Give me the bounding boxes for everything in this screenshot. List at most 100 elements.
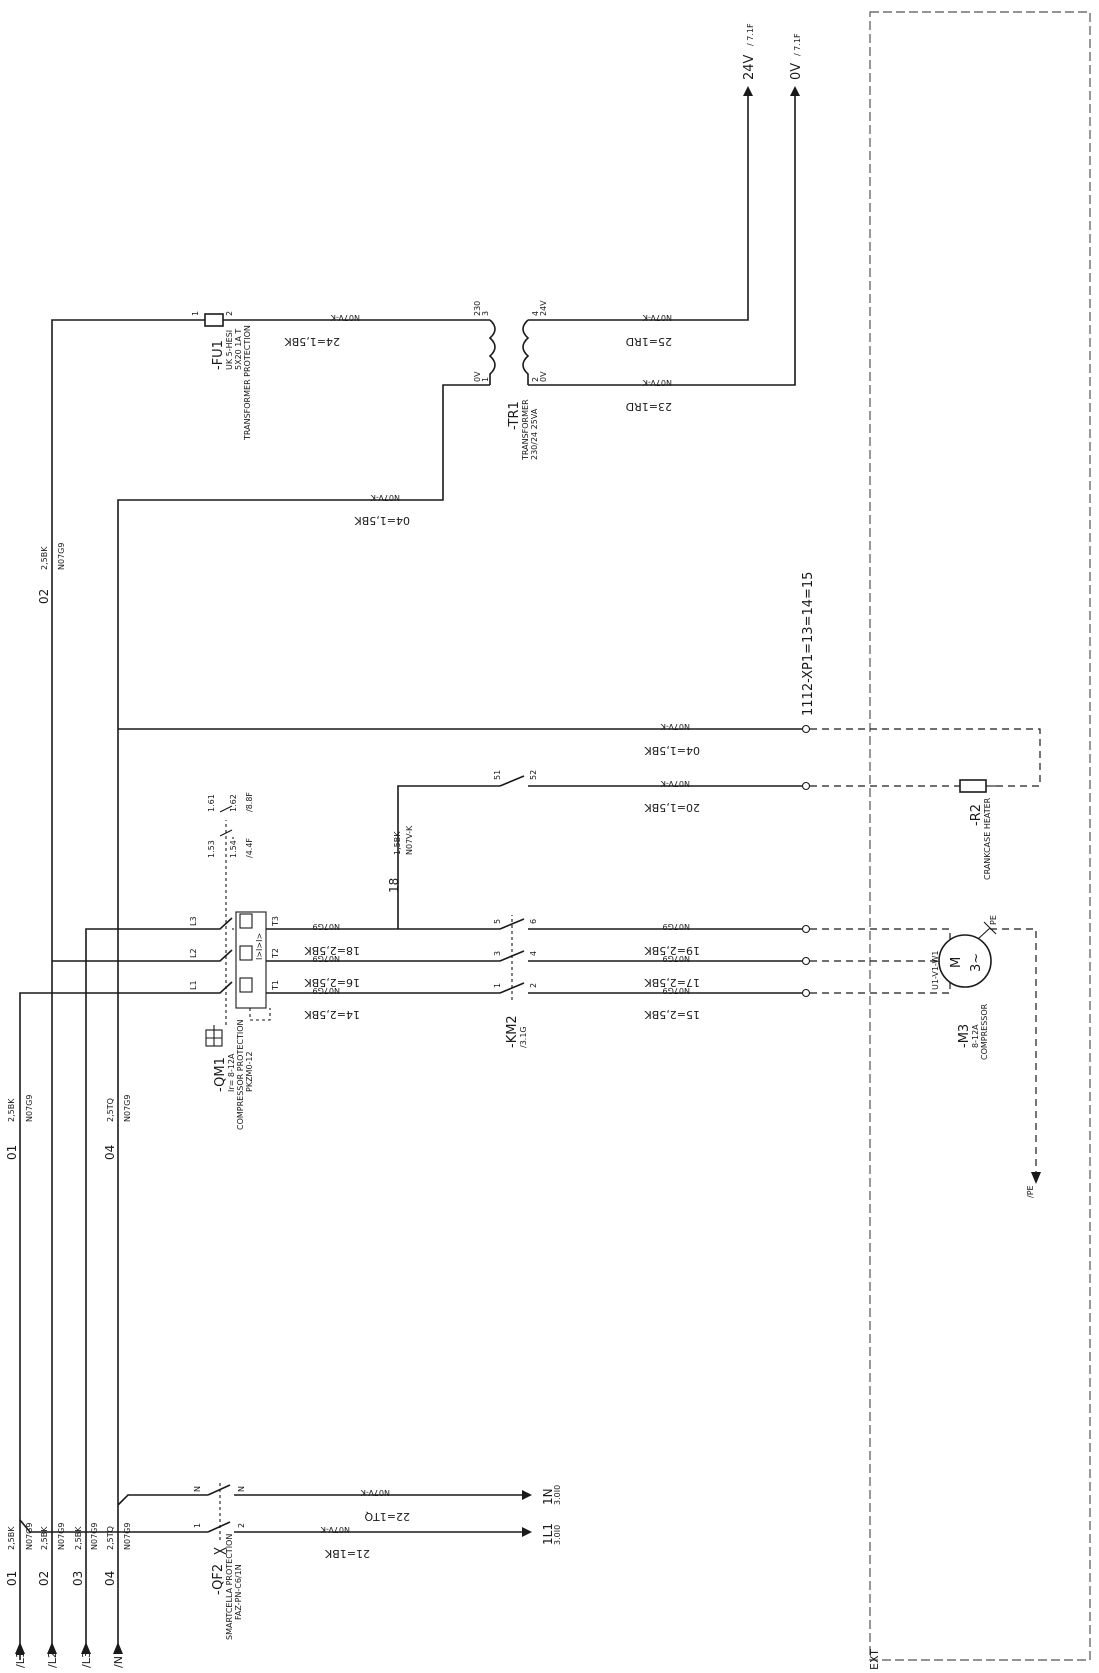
qm1-aux-ref1: /4.4F xyxy=(245,838,254,858)
tr1-pri-a-num: 3 xyxy=(481,311,490,316)
km2-p3: 3 xyxy=(493,951,502,956)
wire-14-cable: N07G9 xyxy=(313,986,340,995)
bus-num: 02 xyxy=(37,589,51,604)
qm1-rating: Ir= 8-12A xyxy=(227,1053,236,1092)
bus-num: 04 xyxy=(103,1571,117,1586)
bus-num: 03 xyxy=(71,1571,85,1586)
bus-cable: N07G9 xyxy=(57,1523,66,1550)
km2-aux-b: 52 xyxy=(529,770,538,780)
qm1-l2: L2 xyxy=(189,948,198,958)
wire-19-cable: N07G9 xyxy=(663,922,690,931)
wire-20-cable: N07V-K xyxy=(660,779,690,788)
fu1-pin-b: 2 xyxy=(225,311,234,316)
tr1-pri-a: 230 xyxy=(473,301,482,316)
qm1-l3: L3 xyxy=(189,916,198,926)
breaker-qm1: I>I>I> 1.53 1.54 1.61 1.62 /4.4F /8.8F L… xyxy=(189,792,280,1130)
wire-15-label: 15=2,5BK xyxy=(644,1008,700,1021)
wire-21-label: 21=1BK xyxy=(324,1547,370,1560)
qf2-tag: -QF2 xyxy=(211,1564,226,1595)
bus-num: 04 xyxy=(103,1145,117,1160)
wire-25-cable: N07V-K xyxy=(642,313,672,322)
heater-r2: -R2 CRANKCASE HEATER xyxy=(959,779,996,880)
m3-desc: COMPRESSOR xyxy=(980,1003,989,1060)
wire-22-label: 22=1TQ xyxy=(364,1510,410,1523)
qf2-pn2: N xyxy=(237,1486,246,1492)
qm1-desc: COMPRESSOR PROTECTION xyxy=(236,1019,245,1130)
wire-21-cable: N07V-K xyxy=(320,1525,350,1534)
wire-18-label: 18=2,5BK xyxy=(304,944,360,957)
qm1-t2: T2 xyxy=(271,948,280,959)
tr1-sec-a: 24V xyxy=(539,300,548,316)
fu1-pin-a: 1 xyxy=(191,311,200,316)
wire-04b-label: 04=1,5BK xyxy=(644,744,700,757)
km2-aux-a: 51 xyxy=(493,770,502,780)
r2-tag: -R2 xyxy=(969,804,984,826)
km2-p6: 6 xyxy=(529,919,538,924)
tr1-sec-b-num: 2 xyxy=(531,377,540,382)
source-l1-label: /L1 xyxy=(14,1651,27,1668)
bus-cable: N07G9 xyxy=(25,1095,34,1122)
wire-24-cable: N07V-K xyxy=(330,313,360,322)
qm1-relay-symbol: I>I>I> xyxy=(255,933,264,960)
qm1-aux-no-b: 1.54 xyxy=(229,840,238,858)
wire-16-cable: N07G9 xyxy=(313,954,340,963)
contactor-km2: 1 2 3 4 5 6 -KM2 /3.1G xyxy=(493,915,538,1048)
wire-17-label: 17=2,5BK xyxy=(644,976,700,989)
bus-labels-bottom: 01 2,5BK N07G9 02 2,5BK N07G9 03 2,5BK N… xyxy=(5,1523,132,1586)
qm1-t3: T3 xyxy=(271,916,280,927)
m3-pe: PE xyxy=(989,915,998,925)
tr1-sec-a-num: 4 xyxy=(531,311,540,316)
wire-15-cable: N07G9 xyxy=(663,986,690,995)
bus-num: 01 xyxy=(5,1145,19,1160)
terminal-strip-label: 1112-XP1=13=14=15 xyxy=(801,572,816,716)
qm1-aux-ref2: /8.8F xyxy=(245,792,254,812)
bus-section: 2,5BK xyxy=(40,546,49,570)
bus-labels-top: 02 2,5BK N07G9 xyxy=(37,543,66,604)
qf2-desc: SMARTCELLA PROTECTION xyxy=(225,1534,234,1640)
qm1-aux-no-a: 1.53 xyxy=(207,840,216,858)
output-0v-ref: / 7.1F xyxy=(793,33,802,56)
tr1-pri-b-num: 1 xyxy=(481,377,490,382)
qm1-l1: L1 xyxy=(189,980,198,990)
fu1-line2: 5X20 1A T xyxy=(234,329,243,370)
source-l2: /L2 xyxy=(46,1642,59,1668)
output-0v-label: 0V xyxy=(789,63,804,80)
output-24v-label: 24V xyxy=(742,54,757,80)
wire-25-label: 25=1RD xyxy=(626,335,672,348)
fu1-line1: UK 5-HESI xyxy=(225,330,234,370)
external-enclosure: EXT xyxy=(868,11,1091,1670)
wire-16-label: 16=2,5BK xyxy=(304,976,360,989)
wire-23-label: 23=1RD xyxy=(626,400,672,413)
wire-22-cable: N07V-K xyxy=(360,1488,390,1497)
bus-section: 2,5BK xyxy=(7,1098,16,1122)
source-n-label: /N xyxy=(112,1656,125,1668)
qf2-p2: 2 xyxy=(237,1523,246,1528)
wire-04b-cable: N07V-K xyxy=(660,722,690,731)
bus-section: 2,5BK xyxy=(74,1526,83,1550)
source-n: /N xyxy=(112,1642,125,1668)
qf2-model: FAZ-PN-C6/1N xyxy=(234,1564,243,1620)
wire-23-cable: N07V-K xyxy=(642,378,672,387)
fu1-desc: TRANSFORMER PROTECTION xyxy=(243,325,252,441)
source-l1: /L1 xyxy=(14,1642,27,1668)
source-l3: /L3 xyxy=(80,1642,93,1668)
wire-19-label: 19=2,5BK xyxy=(644,944,700,957)
qm1-tag: -QM1 xyxy=(213,1057,228,1092)
tr1-sec-b: 0V xyxy=(539,371,548,382)
source-l2-label: /L2 xyxy=(46,1651,59,1668)
tr1-pri-b: 0V xyxy=(473,371,482,382)
qf2-pn: N xyxy=(193,1486,202,1492)
wire-18v-cable: N07V-K xyxy=(405,825,414,855)
qm1-model: PKZM0-12 xyxy=(245,1051,254,1092)
terminal-strip-xp1: 1112-XP1=13=14=15 xyxy=(801,572,816,998)
km2-p1: 1 xyxy=(493,983,502,988)
bus-section: 2,5BK xyxy=(40,1526,49,1550)
aux-output-l1-ref: 3.0I0 xyxy=(553,1525,562,1545)
wire-20-label: 20=1,5BK xyxy=(644,801,700,814)
r2-desc: CRANKCASE HEATER xyxy=(983,797,992,880)
tr1-rating: 230/24 25VA xyxy=(530,408,539,460)
wire-14-label: 14=2,5BK xyxy=(304,1008,360,1021)
bus-section: 2,5TQ xyxy=(106,1526,115,1550)
bus-cable: N07G9 xyxy=(123,1095,132,1122)
